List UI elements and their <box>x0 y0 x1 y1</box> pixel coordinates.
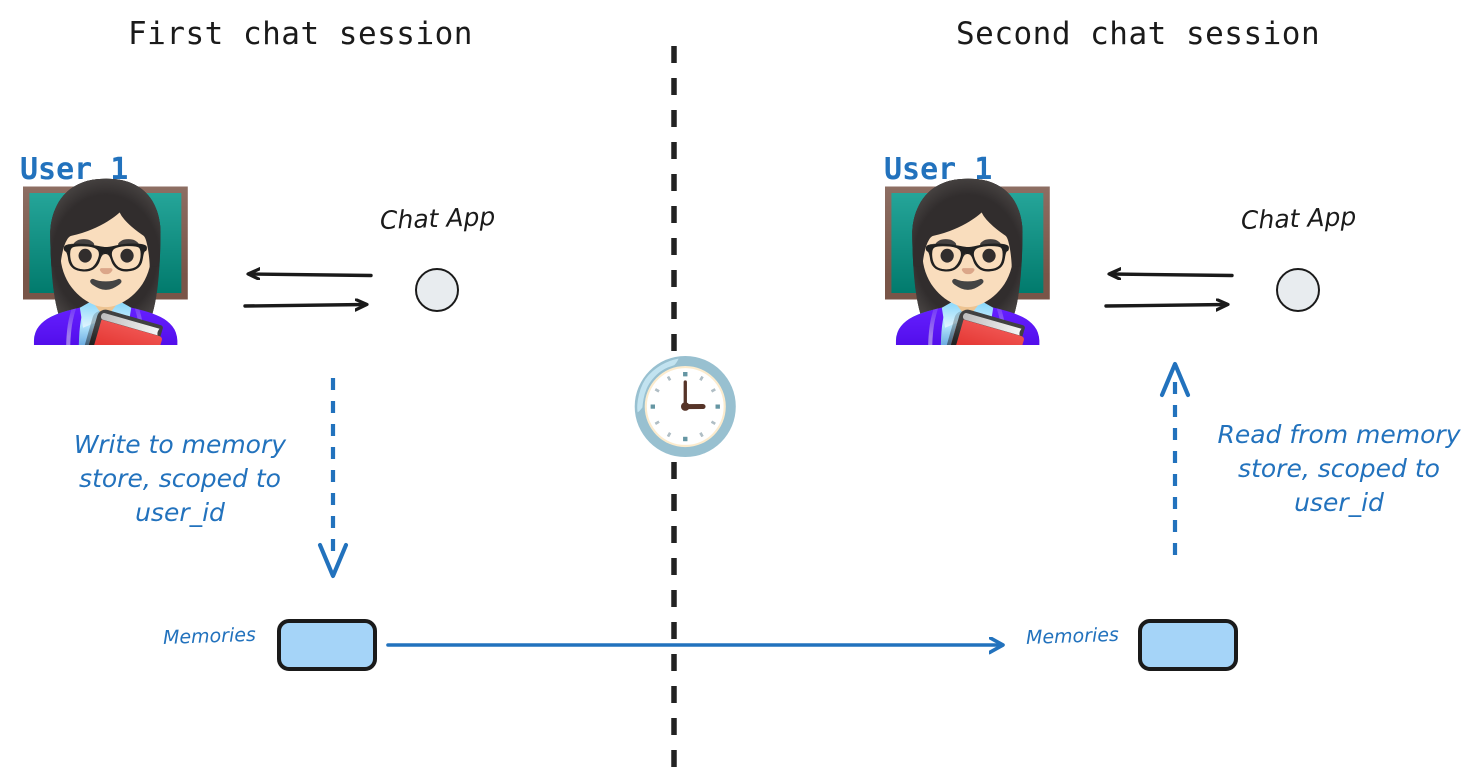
left-memories-box[interactable] <box>277 619 377 671</box>
right-chat-app-node[interactable] <box>1276 268 1320 312</box>
read-from-memory-arrow <box>1159 361 1191 555</box>
left-user-label: User 1 <box>20 152 129 187</box>
left-exchange-arrows <box>243 274 373 306</box>
right-exchange-arrows <box>1104 274 1234 306</box>
left-session-title: First chat session <box>128 16 473 52</box>
left-chat-app-label: Chat App <box>379 201 496 235</box>
write-to-memory-arrow <box>317 378 349 579</box>
right-chat-app-label: Chat App <box>1240 201 1357 235</box>
clock-icon: 🕒 <box>628 353 743 460</box>
left-user-avatar: 👩🏻‍🏫 <box>12 176 199 350</box>
right-user-avatar: 👩🏻‍🏫 <box>874 176 1061 350</box>
right-user-label: User 1 <box>884 152 993 187</box>
right-session-title: Second chat session <box>956 16 1321 52</box>
read-annotation: Read from memory store, scoped to user_i… <box>1217 420 1461 517</box>
left-memories-label: Memories <box>162 623 257 649</box>
right-memories-box[interactable] <box>1138 619 1238 671</box>
right-memories-label: Memories <box>1025 623 1120 649</box>
left-chat-app-node[interactable] <box>415 268 459 312</box>
write-annotation: Write to memory store, scoped to user_id <box>73 430 287 527</box>
